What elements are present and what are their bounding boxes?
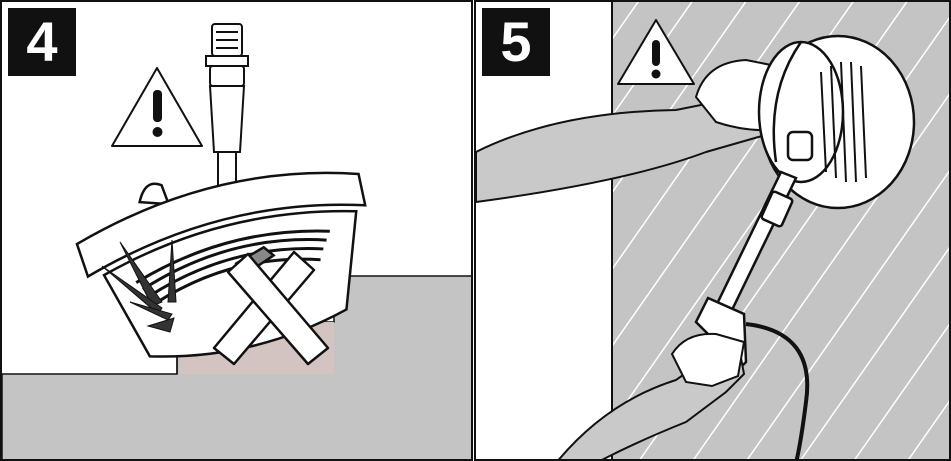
step-number-badge: 5 bbox=[482, 8, 550, 76]
warning-triangle-icon bbox=[112, 68, 202, 146]
step-4-panel: 4 bbox=[0, 0, 473, 461]
spray-lance bbox=[206, 24, 248, 188]
step-5-panel: 5 bbox=[474, 0, 951, 461]
step-number-badge: 4 bbox=[8, 8, 76, 76]
